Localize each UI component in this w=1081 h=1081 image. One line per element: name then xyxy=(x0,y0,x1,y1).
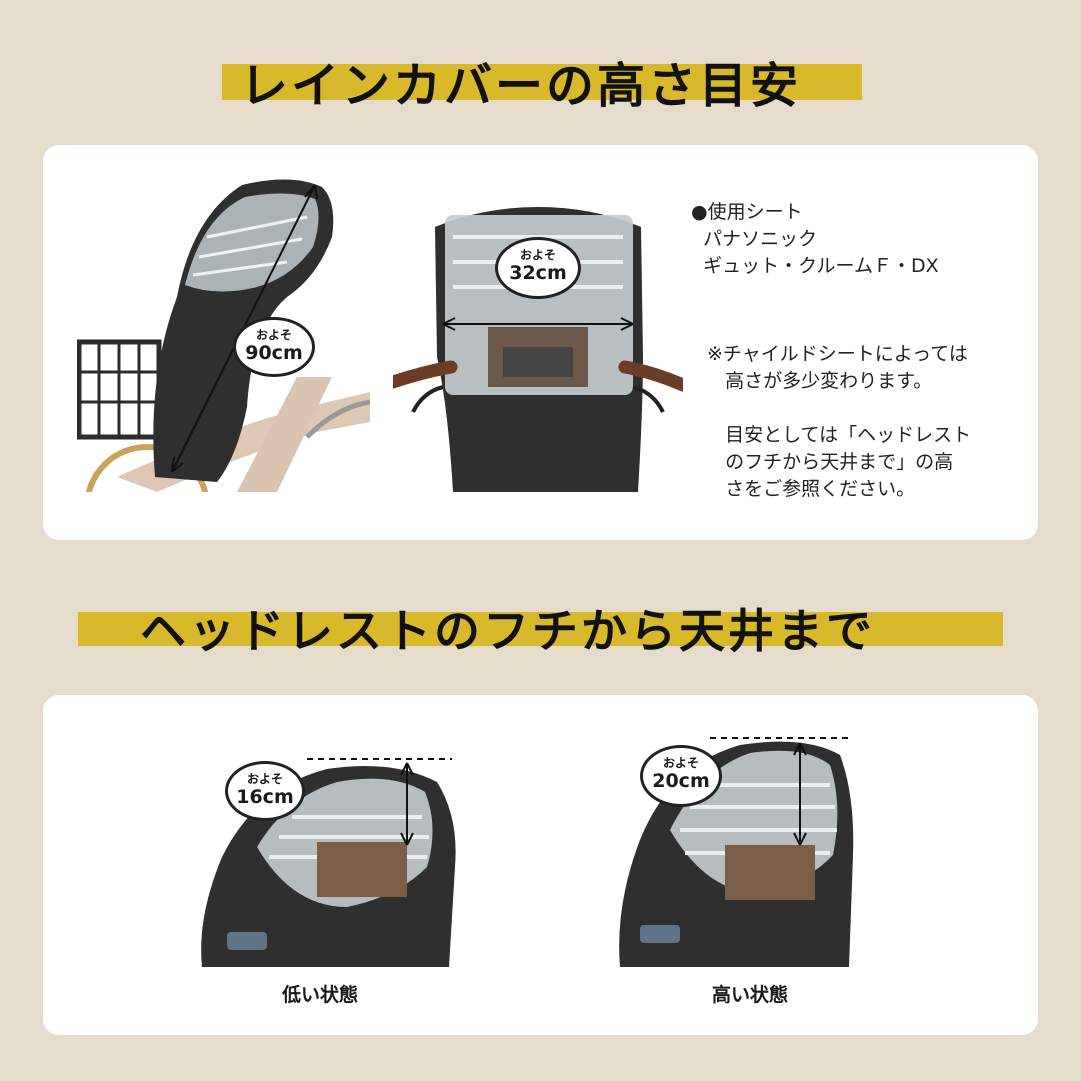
badge-side-value: 90cm xyxy=(245,342,303,364)
seat-info: ●使用シート パナソニック ギュット・クルームＦ・DX xyxy=(691,201,939,277)
badge-front-value: 32cm xyxy=(509,262,567,284)
caption-low-state: 低い状態 xyxy=(281,984,358,1006)
badge-high-20cm: およそ 20cm xyxy=(640,745,722,807)
heading1-highlight xyxy=(222,64,862,100)
badge-front-top: およそ xyxy=(519,248,556,262)
card-comparison: およそ 16cm 低い状態 およそ 20cm 高い状態 xyxy=(43,695,1038,1035)
heading2-highlight xyxy=(78,612,1003,646)
badge-low-top: およそ xyxy=(246,772,283,786)
badge-high-top: およそ xyxy=(662,756,699,770)
side-view-photo xyxy=(77,177,370,492)
height-note: ※チャイルドシートによっては 高さが多少変わります。 目安としては「ヘッドレスト… xyxy=(707,343,972,500)
badge-side-90cm: およそ 90cm xyxy=(233,317,315,377)
badge-high-value: 20cm xyxy=(652,770,710,792)
card-overview: およそ 90cm およそ 32cm ●使用シート xyxy=(43,145,1038,540)
heading1: レインカバーの高さ目安 xyxy=(240,58,802,114)
badge-side-top: およそ xyxy=(255,328,292,342)
caption-high-state: 高い状態 xyxy=(711,984,788,1006)
badge-low-value: 16cm xyxy=(236,786,294,808)
badge-front-32cm: およそ 32cm xyxy=(495,237,581,299)
badge-low-16cm: およそ 16cm xyxy=(225,761,305,821)
heading2: ヘッドレストのフチから天井まで xyxy=(140,604,875,658)
